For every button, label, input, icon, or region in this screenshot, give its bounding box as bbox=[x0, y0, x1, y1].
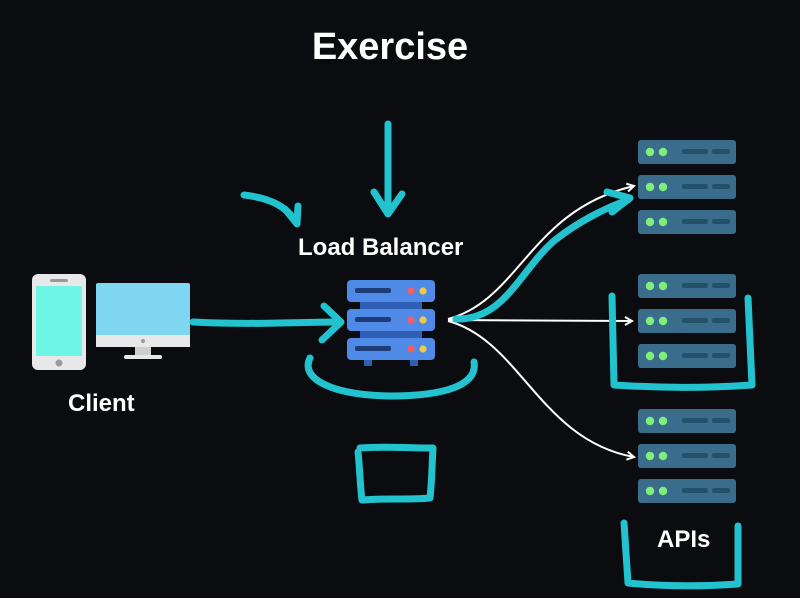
page-title: Exercise bbox=[311, 26, 469, 68]
annotation-api1-stroke bbox=[452, 196, 632, 323]
connector-to-api-2 bbox=[447, 320, 632, 321]
api-server-icon-1 bbox=[638, 140, 736, 234]
annotation-client-arrow bbox=[189, 318, 342, 327]
annotation-api2-bracket bbox=[608, 292, 756, 391]
connector-to-api-1 bbox=[447, 186, 634, 320]
annotations bbox=[189, 120, 756, 590]
connector-lines bbox=[447, 186, 634, 457]
client-label: Client bbox=[68, 390, 135, 417]
desktop-monitor-icon bbox=[96, 283, 190, 359]
api-server-icon-3 bbox=[638, 409, 736, 503]
smartphone-icon bbox=[32, 274, 86, 370]
load-balancer-server-icon bbox=[347, 280, 435, 366]
apis-label: APIs bbox=[657, 526, 711, 553]
connector-to-api-3 bbox=[447, 320, 634, 457]
annotation-square bbox=[354, 443, 437, 504]
api-server-icon-2 bbox=[638, 274, 736, 368]
annotation-apis-bracket bbox=[620, 519, 742, 590]
annotation-swoosh bbox=[304, 354, 478, 400]
load-balancer-label: Load Balancer bbox=[298, 234, 464, 261]
